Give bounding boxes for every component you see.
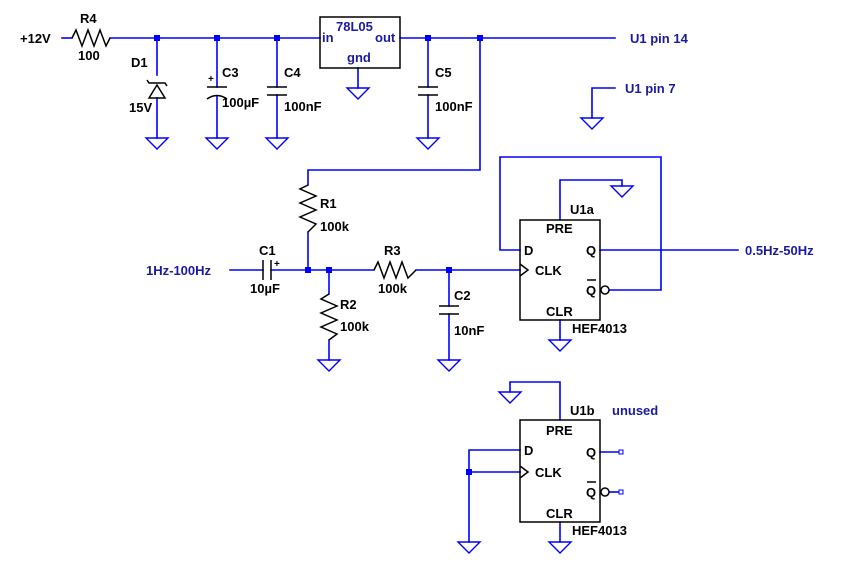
net-label-u1-pin14: U1 pin 14 xyxy=(630,31,689,46)
c3-capacitor xyxy=(206,86,228,100)
u1a-part: HEF4013 xyxy=(572,321,627,336)
net-label-u1-pin7: U1 pin 7 xyxy=(625,81,676,96)
c3-name: C3 xyxy=(222,65,239,80)
power-wires xyxy=(61,37,616,186)
c2-value: 10nF xyxy=(454,323,484,338)
d1-zener-diode xyxy=(146,79,168,99)
input-label: 1Hz-100Hz xyxy=(146,263,212,278)
junction-dot xyxy=(477,35,483,41)
junction-dot xyxy=(466,469,472,475)
qbar-bubble xyxy=(600,487,610,497)
r3-name: R3 xyxy=(384,243,401,258)
ground-icon xyxy=(436,359,462,372)
ground-icon xyxy=(497,391,523,404)
junction-dot xyxy=(214,35,220,41)
ground-icon xyxy=(144,137,170,150)
regulator-name: 78L05 xyxy=(336,19,373,34)
u1a-d-pin: D xyxy=(524,243,533,258)
r1-name: R1 xyxy=(320,196,337,211)
d1-name: D1 xyxy=(131,55,148,70)
u1b-note: unused xyxy=(612,403,658,418)
c5-name: C5 xyxy=(435,65,452,80)
regulator-78l05 xyxy=(319,16,401,69)
ground-icon xyxy=(609,185,635,198)
junction-dot xyxy=(274,35,280,41)
u1b-clr-pin: CLR xyxy=(546,506,573,521)
junction-dot xyxy=(326,267,332,273)
u1b-part: HEF4013 xyxy=(572,523,627,538)
output-label: 0.5Hz-50Hz xyxy=(745,243,814,258)
c2-name: C2 xyxy=(454,288,471,303)
u1a-pre-pin: PRE xyxy=(546,221,573,236)
u1a-q-pin: Q xyxy=(586,243,596,258)
u1b-q-pin: Q xyxy=(586,445,596,460)
r1-resistor xyxy=(298,184,318,233)
r4-name: R4 xyxy=(80,11,97,26)
u1b-clk-pin: CLK xyxy=(535,465,562,480)
ground-icon xyxy=(415,137,441,150)
ground-icon xyxy=(456,541,482,554)
junction-dot xyxy=(154,35,160,41)
u1b-qbar-pin: Q xyxy=(586,485,596,500)
ground-icon xyxy=(264,137,290,150)
ground-icon xyxy=(547,339,573,352)
r3-value: 100k xyxy=(378,281,408,296)
c1-polarity: + xyxy=(274,259,280,270)
u1b-pre-pin: PRE xyxy=(546,423,573,438)
open-terminal xyxy=(618,489,624,495)
c1-name: C1 xyxy=(259,243,276,258)
c1-value: 10µF xyxy=(250,281,280,296)
u1a-flip-flop xyxy=(519,219,610,321)
r1-value: 100k xyxy=(320,219,350,234)
u1b-flip-flop xyxy=(519,419,610,523)
junction-dot xyxy=(305,267,311,273)
r4-value: 100 xyxy=(78,48,100,63)
ground-icon xyxy=(345,87,371,100)
c3-polarity: + xyxy=(208,74,214,85)
r4-resistor xyxy=(71,27,111,49)
ground-icon xyxy=(547,541,573,554)
c1-capacitor xyxy=(262,260,272,280)
u1b-name: U1b xyxy=(570,403,595,418)
c4-name: C4 xyxy=(284,65,301,80)
d1-value: 15V xyxy=(129,100,152,115)
regulator-pin-in: in xyxy=(322,30,334,45)
u1b-d-pin: D xyxy=(524,443,533,458)
junction-dot xyxy=(446,267,452,273)
c4-capacitor xyxy=(267,86,287,96)
qbar-bubble xyxy=(600,285,610,295)
open-terminal xyxy=(618,449,624,455)
u1a-clk-pin: CLK xyxy=(535,263,562,278)
r2-name: R2 xyxy=(340,297,357,312)
c4-value: 100nF xyxy=(284,99,322,114)
ground-icon xyxy=(316,359,342,372)
regulator-pin-gnd: gnd xyxy=(347,50,371,65)
c2-capacitor xyxy=(439,305,459,315)
u1a-clr-pin: CLR xyxy=(546,304,573,319)
supply-label: +12V xyxy=(20,31,51,46)
c3-value: 100µF xyxy=(222,95,259,110)
c5-value: 100nF xyxy=(435,99,473,114)
ground-icon xyxy=(579,117,605,130)
r3-resistor xyxy=(373,259,417,281)
r2-resistor xyxy=(319,293,339,341)
c5-capacitor xyxy=(418,86,438,96)
regulator-pin-out: out xyxy=(375,30,396,45)
u1b-wires xyxy=(468,381,620,543)
u1a-name: U1a xyxy=(570,202,595,217)
u1a-qbar-pin: Q xyxy=(586,283,596,298)
ground-icon xyxy=(204,137,230,150)
u1a-wires xyxy=(499,156,739,341)
input-wires xyxy=(229,231,521,361)
r2-value: 100k xyxy=(340,319,370,334)
junction-dot xyxy=(425,35,431,41)
